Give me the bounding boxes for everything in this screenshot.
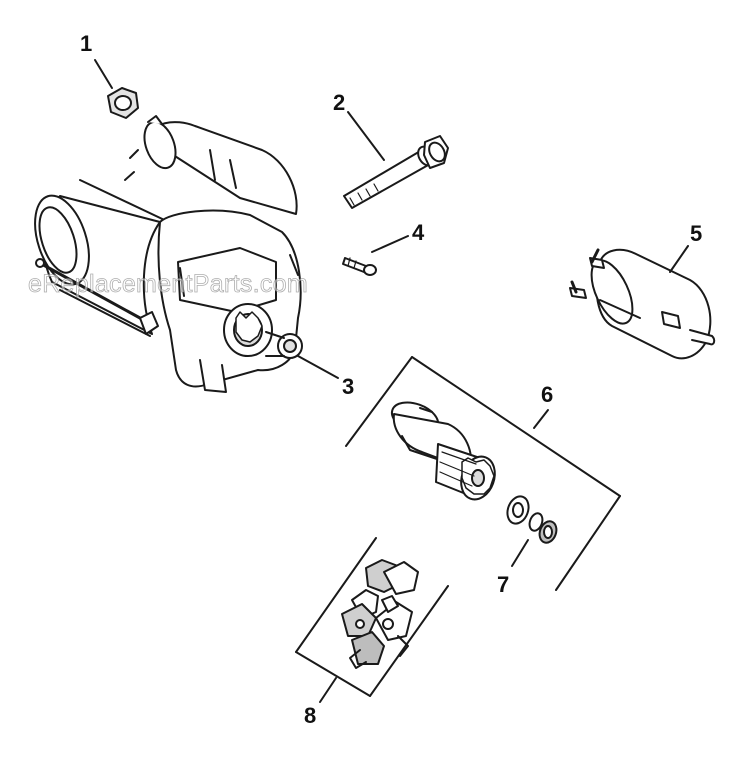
leader-line-5	[669, 245, 689, 273]
part-6-group-bracket	[345, 356, 621, 591]
part-6-drive-gear[interactable]	[388, 397, 501, 505]
part-4-screw[interactable]	[342, 257, 377, 276]
part-8-group-bracket	[295, 537, 449, 697]
leader-line-1	[94, 59, 113, 89]
callout-7[interactable]: 7	[497, 572, 510, 597]
callout-8[interactable]: 8	[304, 703, 317, 728]
callout-6[interactable]: 6	[541, 382, 554, 407]
part-3-starter-motor[interactable]	[25, 115, 303, 393]
callout-1[interactable]: 1	[80, 31, 93, 56]
callout-4[interactable]: 4	[412, 220, 425, 245]
leader-line-8	[319, 677, 337, 703]
callout-3[interactable]: 3	[342, 374, 355, 399]
part-8-brush-holder[interactable]	[341, 559, 419, 669]
leader-line-2	[347, 111, 385, 161]
leader-line-6	[533, 409, 549, 429]
part-7-retainer-ring[interactable]	[504, 493, 559, 545]
leader-line-3	[297, 355, 339, 379]
callout-5[interactable]: 5	[690, 221, 703, 246]
part-1-nut[interactable]	[107, 87, 139, 119]
leader-line-4	[371, 235, 409, 253]
part-2-through-bolt[interactable]	[343, 135, 449, 209]
callout-2[interactable]: 2	[333, 90, 346, 115]
part-5-solenoid[interactable]	[569, 248, 716, 360]
leader-line-7	[511, 539, 529, 567]
